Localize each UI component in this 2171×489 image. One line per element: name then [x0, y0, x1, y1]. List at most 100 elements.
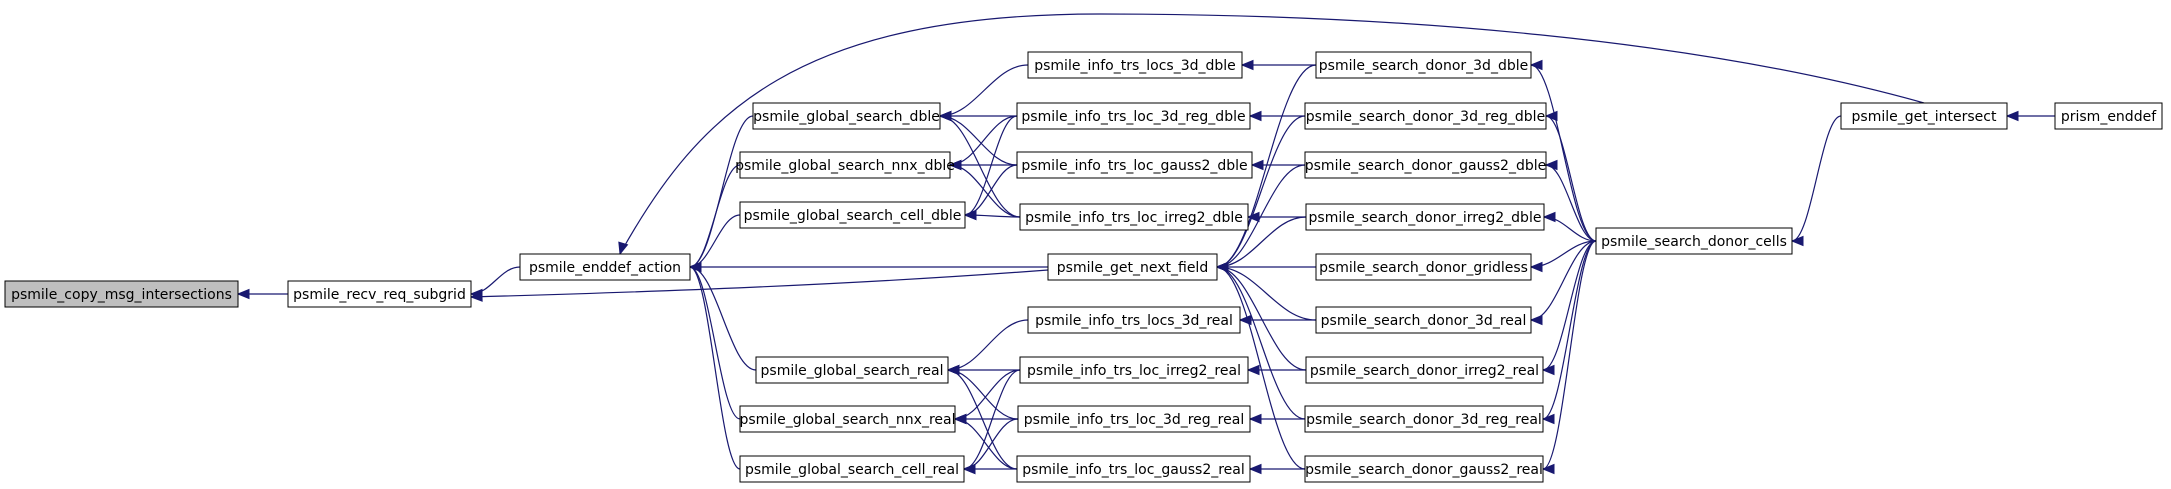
node-label: psmile_global_search_cell_real [745, 462, 959, 478]
edge-loc_gauss2_real-to-gs_real-arrowhead [946, 364, 960, 376]
node-label: psmile_search_donor_3d_real [1321, 313, 1527, 329]
node-box[interactable] [752, 102, 941, 130]
node-box[interactable] [519, 253, 691, 281]
edge-sd_cells-to-sd_gauss2_real [1541, 240, 1597, 475]
node-box[interactable] [1304, 151, 1547, 179]
node-label: psmile_info_trs_loc_irreg2_real [1027, 363, 1241, 379]
node-box[interactable] [1305, 356, 1544, 384]
node-label: psmile_get_intersect [1852, 109, 1997, 125]
node-label: psmile_search_donor_gridless [1319, 260, 1528, 276]
edge-sd_gauss2_real-to-get_next_field-arrowhead [1215, 261, 1229, 273]
edge-recv_req-to-copy_msg-arrowhead [236, 288, 250, 300]
node-box[interactable] [1304, 455, 1544, 483]
node-label: psmile_info_trs_loc_gauss2_dble [1021, 158, 1247, 174]
node-box[interactable] [1016, 102, 1251, 130]
edge-sd_gauss2_real-to-loc_gauss2_real [1248, 463, 1305, 475]
edge-line [1216, 266, 1306, 470]
node-label: psmile_info_trs_loc_3d_reg_real [1024, 412, 1244, 428]
node-box[interactable] [1017, 405, 1251, 433]
node-sd_3d_reg_real[interactable]: psmile_search_donor_3d_reg_real [1304, 405, 1544, 433]
node-box[interactable] [1047, 253, 1218, 281]
edge-recv_req-to-copy_msg [236, 288, 289, 300]
edge-loc_irreg2_dble-to-gs_nnx_dble [948, 159, 1021, 218]
node-box[interactable] [1315, 306, 1532, 334]
node-get_next_field[interactable]: psmile_get_next_field [1047, 253, 1218, 281]
node-box[interactable] [739, 151, 951, 179]
node-gs_cell_real[interactable]: psmile_global_search_cell_real [739, 455, 965, 483]
edge-loc_irreg2_dble-to-gs_cell_dble-arrowhead [963, 209, 977, 221]
node-loc_gauss2_dble[interactable]: psmile_info_trs_loc_gauss2_dble [1016, 151, 1253, 179]
node-loc_irreg2_real[interactable]: psmile_info_trs_loc_irreg2_real [1019, 356, 1249, 384]
node-sd_gauss2_real[interactable]: psmile_search_donor_gauss2_real [1304, 455, 1544, 483]
node-box[interactable] [1016, 151, 1253, 179]
node-box[interactable] [1019, 356, 1249, 384]
node-prism_enddef[interactable]: prism_enddef [2054, 102, 2163, 130]
edge-sd_gauss2_dble-to-loc_gauss2_dble-arrowhead [1250, 159, 1264, 171]
node-recv_req[interactable]: psmile_recv_req_subgrid [287, 280, 472, 308]
node-box[interactable] [739, 455, 965, 483]
node-box[interactable] [1304, 102, 1547, 130]
node-sd_irreg2_dble[interactable]: psmile_search_donor_irreg2_dble [1305, 203, 1545, 231]
node-sd_irreg2_real[interactable]: psmile_search_donor_irreg2_real [1305, 356, 1544, 384]
edge-line [1791, 115, 1842, 242]
edge-line [1216, 266, 1317, 321]
node-box[interactable] [1304, 405, 1544, 433]
edge-line [1545, 115, 1597, 242]
edge-sd_cells-to-sd_gauss2_real-arrowhead [1541, 463, 1555, 475]
node-box[interactable] [2054, 102, 2163, 130]
node-gs_dble[interactable]: psmile_global_search_dble [752, 102, 941, 130]
node-sd_gauss2_dble[interactable]: psmile_search_donor_gauss2_dble [1304, 151, 1547, 179]
node-box[interactable] [1016, 455, 1251, 483]
node-sd_3d_real[interactable]: psmile_search_donor_3d_real [1315, 306, 1532, 334]
edge-sd_3d_reg_real-to-loc_3d_reg_real [1248, 413, 1305, 425]
node-gs_nnx_real[interactable]: psmile_global_search_nnx_real [739, 405, 956, 433]
edge-sd_cells-to-sd_gauss2_dble [1544, 159, 1597, 242]
edge-sd_gauss2_dble-to-loc_gauss2_dble [1250, 159, 1305, 171]
node-box[interactable] [4, 280, 239, 308]
node-label: psmile_search_donor_3d_reg_real [1306, 412, 1542, 428]
edge-sd_3d_real-to-locs_3d_real-arrowhead [1238, 314, 1252, 326]
edge-sd_cells-to-sd_3d_real [1529, 240, 1597, 326]
edge-locs_3d_dble-to-gs_dble [938, 64, 1029, 122]
node-sd_3d_dble[interactable]: psmile_search_donor_3d_dble [1315, 51, 1532, 79]
node-box[interactable] [755, 356, 949, 384]
node-sd_3d_reg_dble[interactable]: psmile_search_donor_3d_reg_dble [1304, 102, 1547, 130]
node-box[interactable] [1315, 51, 1532, 79]
node-gs_nnx_dble[interactable]: psmile_global_search_nnx_dble [735, 151, 955, 179]
node-gs_cell_dble[interactable]: psmile_global_search_cell_dble [739, 201, 966, 229]
node-label: psmile_search_donor_gauss2_real [1305, 462, 1543, 478]
node-sd_gridless[interactable]: psmile_search_donor_gridless [1315, 253, 1532, 281]
node-loc_gauss2_real[interactable]: psmile_info_trs_loc_gauss2_real [1016, 455, 1251, 483]
node-loc_3d_reg_dble[interactable]: psmile_info_trs_loc_3d_reg_dble [1016, 102, 1251, 130]
node-gs_real[interactable]: psmile_global_search_real [755, 356, 949, 384]
node-loc_3d_reg_real[interactable]: psmile_info_trs_loc_3d_reg_real [1017, 405, 1251, 433]
edge-get_next_field-to-enddef_action [688, 261, 1048, 273]
node-box[interactable] [1019, 203, 1249, 231]
node-box[interactable] [1305, 203, 1545, 231]
edge-line [1542, 240, 1597, 470]
node-box[interactable] [1027, 51, 1243, 79]
node-label: psmile_search_donor_3d_dble [1319, 58, 1528, 74]
node-get_intersect[interactable]: psmile_get_intersect [1840, 102, 2008, 130]
edge-get_intersect-to-sd_cells [1790, 115, 1842, 247]
node-copy_msg[interactable]: psmile_copy_msg_intersections [4, 280, 239, 308]
edge-get_intersect-to-sd_cells-arrowhead [1790, 235, 1804, 247]
node-box[interactable] [287, 280, 472, 308]
node-box[interactable] [1315, 253, 1532, 281]
node-locs_3d_dble[interactable]: psmile_info_trs_locs_3d_dble [1027, 51, 1243, 79]
edge-line [939, 64, 1029, 117]
node-box[interactable] [739, 405, 956, 433]
node-loc_irreg2_dble[interactable]: psmile_info_trs_loc_irreg2_dble [1019, 203, 1249, 231]
node-sd_cells[interactable]: psmile_search_donor_cells [1595, 227, 1793, 255]
edge-line [964, 164, 1018, 216]
node-box[interactable] [739, 201, 966, 229]
node-box[interactable] [1840, 102, 2008, 130]
node-locs_3d_real[interactable]: psmile_info_trs_locs_3d_real [1027, 306, 1241, 334]
node-label: psmile_info_trs_loc_3d_reg_dble [1021, 109, 1245, 125]
node-label: psmile_info_trs_loc_irreg2_dble [1025, 210, 1243, 226]
node-box[interactable] [1027, 306, 1241, 334]
edge-loc_irreg2_dble-to-gs_dble [938, 110, 1021, 218]
node-box[interactable] [1595, 227, 1793, 255]
node-enddef_action[interactable]: psmile_enddef_action [519, 253, 691, 281]
edge-sd_3d_dble-to-locs_3d_dble [1240, 59, 1316, 71]
